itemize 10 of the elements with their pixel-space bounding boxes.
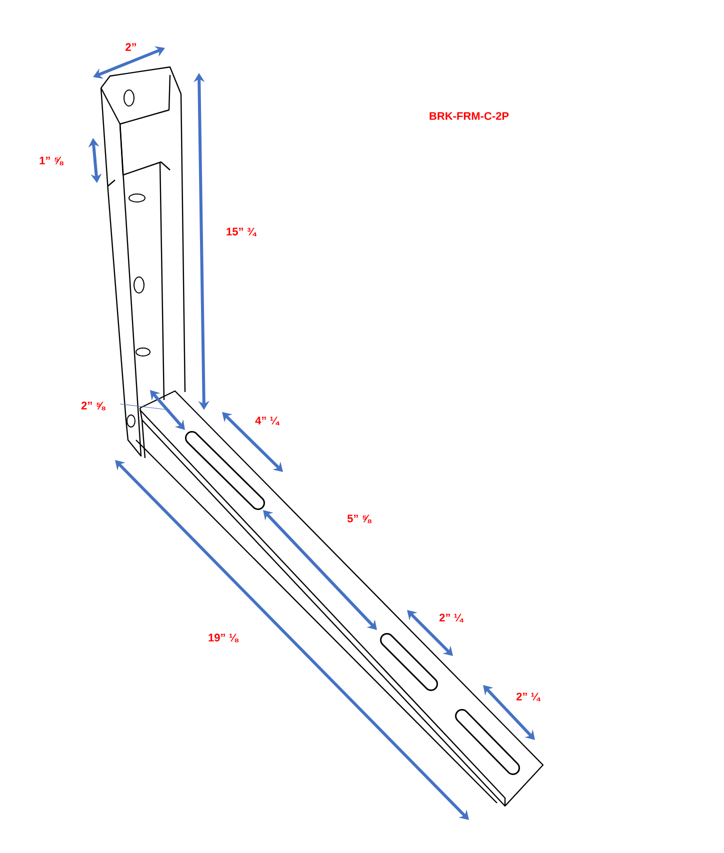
dimension-label: 1” ⅝ — [40, 156, 64, 166]
dimension-label: 19” ⅛ — [208, 634, 239, 642]
dimension-label: 2” ⅝ — [81, 402, 106, 410]
dimension-label: 15” ¾ — [226, 228, 257, 236]
dimension-label: 2” ¼ — [516, 692, 541, 702]
dimension-label: 2” ¼ — [439, 614, 464, 622]
dimension-label: 5” ⅝ — [347, 514, 372, 524]
dimension-label: 2” — [126, 43, 136, 51]
dimension-label: 4” ¼ — [255, 416, 280, 426]
part-number: BRK-FRM-C-2P — [430, 112, 509, 120]
